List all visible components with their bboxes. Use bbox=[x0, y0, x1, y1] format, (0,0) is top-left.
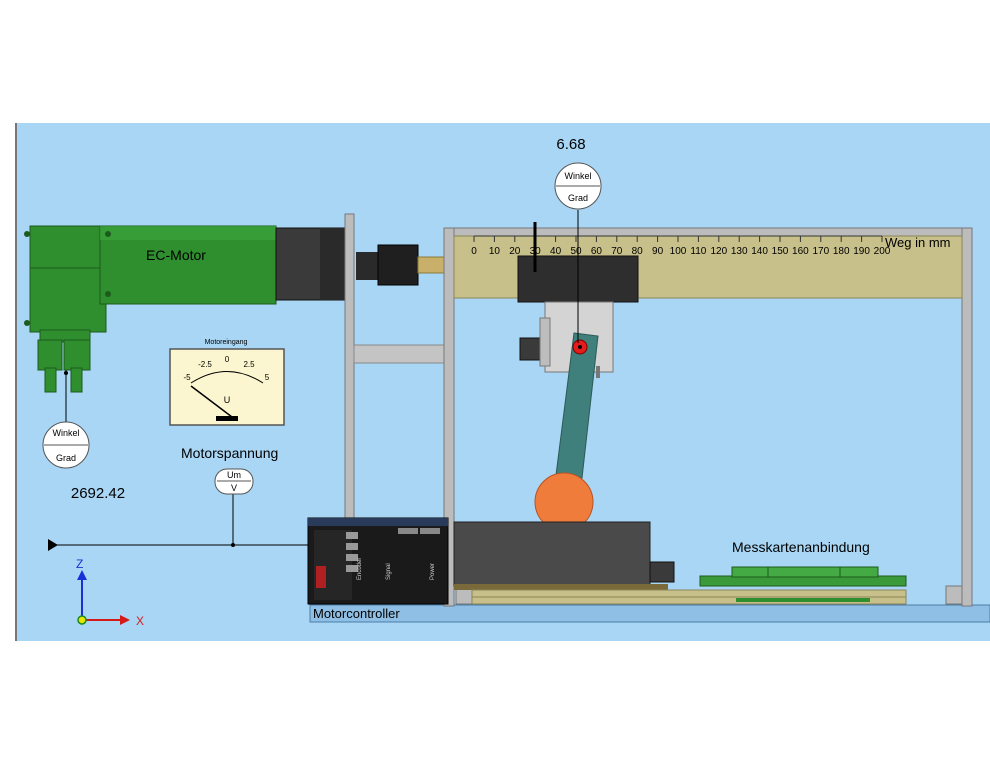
controller-power-text: Power bbox=[430, 563, 436, 580]
z-axis-label: Z bbox=[76, 557, 83, 571]
ruler-tick-label: 150 bbox=[772, 246, 789, 257]
ruler-unit-label: Weg in mm bbox=[885, 235, 951, 250]
ruler-tick-label: 120 bbox=[710, 246, 727, 257]
top-angle-sensor[interactable]: 6.68 Winkel Grad bbox=[554, 136, 602, 210]
ruler-tick-label: 50 bbox=[570, 246, 582, 257]
left-sensor-bottom: Grad bbox=[56, 453, 76, 463]
voltage-probe[interactable]: Um V bbox=[214, 468, 254, 495]
ruler-tick-label: 70 bbox=[611, 246, 623, 257]
ec-motor[interactable]: EC-Motor bbox=[24, 225, 347, 393]
coordinate-axes: Z X bbox=[76, 557, 144, 628]
motorcontroller-label: Motorcontroller bbox=[313, 606, 400, 621]
ec-motor-label: EC-Motor bbox=[146, 247, 206, 263]
top-sensor-top: Winkel bbox=[564, 171, 591, 181]
base-plate bbox=[309, 604, 990, 623]
ruler-tick-label: 130 bbox=[731, 246, 748, 257]
pendulum[interactable] bbox=[534, 332, 599, 532]
voltage-probe-top: Um bbox=[227, 470, 241, 480]
x-arrow-icon bbox=[120, 615, 130, 625]
ruler-tick-label: 180 bbox=[833, 246, 850, 257]
ruler-tick-label: 100 bbox=[670, 246, 687, 257]
meter-tick-label: -2.5 bbox=[198, 360, 212, 369]
origin-icon bbox=[77, 615, 87, 625]
meter-pivot bbox=[216, 416, 238, 421]
meter-tick-label: 0 bbox=[225, 355, 230, 364]
meter-unit: U bbox=[224, 395, 231, 405]
ruler-tick-label: 90 bbox=[652, 246, 664, 257]
z-arrow-icon bbox=[77, 570, 87, 580]
bottom-platform bbox=[453, 521, 907, 605]
top-sensor-bottom: Grad bbox=[568, 193, 588, 203]
left-angle-value: 2692.42 bbox=[71, 485, 125, 502]
meter-title: Motoreingang bbox=[205, 339, 248, 346]
pendulum-arm bbox=[555, 332, 599, 479]
voltage-probe-bottom: V bbox=[231, 483, 237, 493]
controller-encoder-text: Encoder bbox=[357, 558, 363, 580]
meter-tick-label: 2.5 bbox=[243, 360, 255, 369]
meter-scale: -5 -2.5 0 2.5 5 bbox=[183, 355, 269, 382]
voltage-meter[interactable]: Motoreingang -5 -2.5 0 2.5 5 U bbox=[169, 339, 285, 426]
meter-tick-label: 5 bbox=[265, 373, 270, 382]
ruler-tick-label: 190 bbox=[853, 246, 870, 257]
meter-needle bbox=[190, 385, 233, 418]
coupling bbox=[356, 244, 451, 286]
messkarte-label: Messkartenanbindung bbox=[732, 539, 870, 555]
meter-tick-label: -5 bbox=[183, 373, 191, 382]
ruler-tick-label: 20 bbox=[509, 246, 521, 257]
input-arrow-icon[interactable] bbox=[48, 539, 58, 551]
measurement-card[interactable] bbox=[699, 566, 907, 602]
left-angle-sensor[interactable]: Winkel Grad 2692.42 bbox=[42, 421, 125, 502]
ruler-tick-label: 200 bbox=[874, 246, 891, 257]
motorspannung-label: Motorspannung bbox=[181, 445, 278, 461]
motor-controller[interactable]: Encoder Signal Power bbox=[307, 517, 449, 605]
ruler-tick-label: 0 bbox=[471, 246, 477, 257]
ruler-tick-label: 140 bbox=[751, 246, 768, 257]
left-sensor-top: Winkel bbox=[52, 428, 79, 438]
x-axis-label: X bbox=[136, 614, 144, 628]
ruler-tick-label: 160 bbox=[792, 246, 809, 257]
signal-line bbox=[48, 494, 310, 551]
top-angle-value: 6.68 bbox=[556, 136, 585, 153]
ruler-tick-label: 10 bbox=[489, 246, 501, 257]
ruler-tick-label: 170 bbox=[812, 246, 829, 257]
ruler-tick-label: 60 bbox=[591, 246, 603, 257]
ruler-tick-label: 110 bbox=[690, 246, 706, 257]
controller-signal-text: Signal bbox=[386, 563, 392, 580]
ruler-tick-label: 80 bbox=[632, 246, 644, 257]
ruler-tick-label: 40 bbox=[550, 246, 562, 257]
frame-crossbar bbox=[353, 344, 449, 364]
